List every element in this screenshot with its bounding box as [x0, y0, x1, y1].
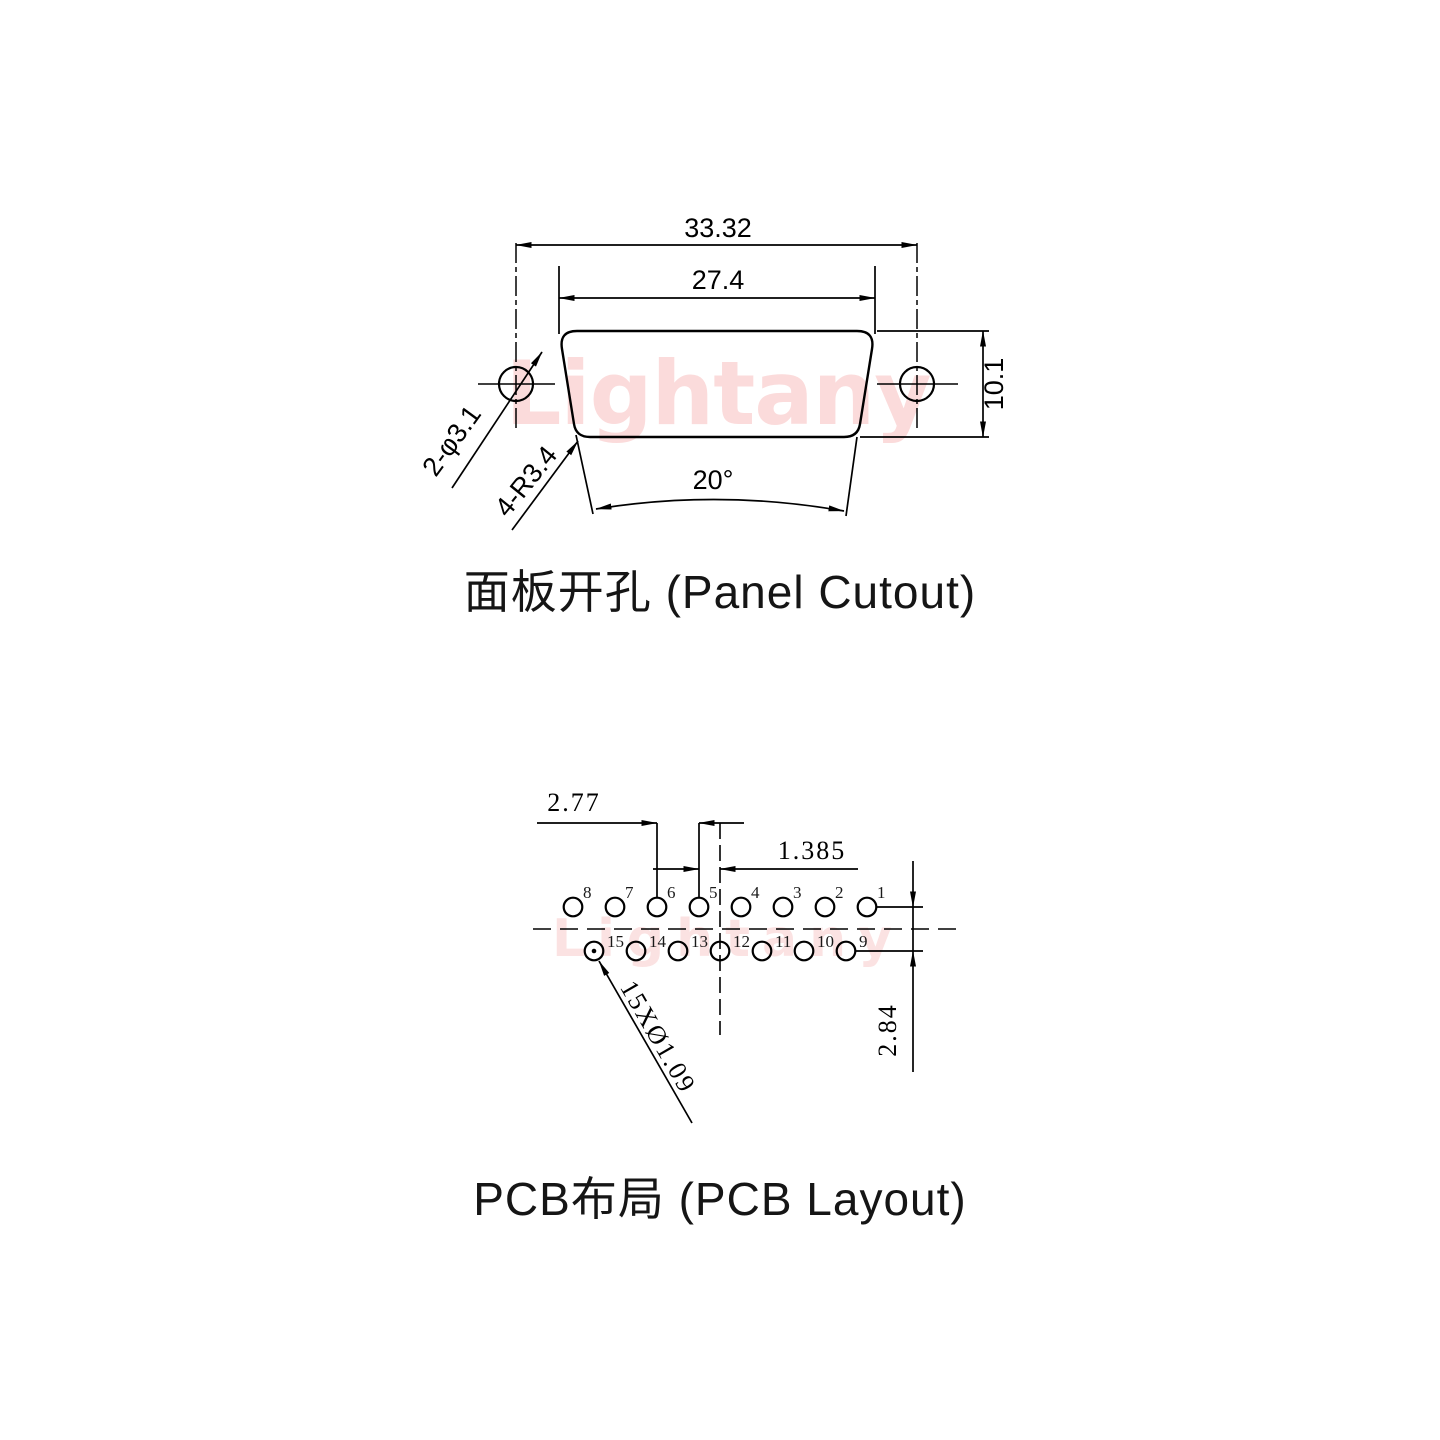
pin-label-4: 4 [751, 883, 760, 902]
angle-ext-line-right [845, 436, 858, 517]
pin-label-3: 3 [793, 883, 802, 902]
pin-hole-8 [562, 896, 584, 918]
pin-hole-7 [604, 896, 626, 918]
dim-text-angle: 20° [693, 465, 734, 495]
dim-text-rowspacing: 2.84 [873, 1003, 902, 1057]
mounting-hole-left [497, 365, 535, 403]
pin-hole-10 [793, 940, 815, 962]
panel-cutout-caption: 面板开孔 (Panel Cutout) [463, 566, 977, 618]
dim-text-total-width: 33.32 [684, 213, 752, 243]
angle-arc [595, 498, 845, 512]
pin-label-1: 1 [877, 883, 886, 902]
leader-mount-holes [451, 351, 543, 489]
pin-hole-6 [646, 896, 668, 918]
pin-label-12: 12 [733, 932, 750, 951]
pin-hole-1 [856, 896, 878, 918]
pin-label-7: 7 [625, 883, 634, 902]
angle-ext-line-left [575, 434, 594, 515]
dim-text-halfpitch: 1.385 [778, 836, 847, 865]
dim-text-cutout-width: 27.4 [692, 265, 745, 295]
pin-label-9: 9 [859, 932, 868, 951]
leader-corner-radius [511, 440, 579, 531]
watermark-top: Lightany [505, 342, 930, 445]
pin-hole-5 [688, 896, 710, 918]
pin-label-14: 14 [649, 932, 667, 951]
pin-hole-13 [667, 940, 689, 962]
label-text-mount-holes: 2-φ3.1 [416, 400, 487, 482]
pin-label-15: 15 [607, 932, 624, 951]
pin-label-13: 13 [691, 932, 708, 951]
pin-hole-4 [730, 896, 752, 918]
pin-hole-2 [814, 896, 836, 918]
pin-hole-12 [709, 940, 731, 962]
pin-hole-9 [835, 940, 857, 962]
pin-hole-3 [772, 896, 794, 918]
pin-hole-11 [751, 940, 773, 962]
mounting-hole-right [898, 365, 936, 403]
pin-label-8: 8 [583, 883, 592, 902]
pcb-layout-caption: PCB布局 (PCB Layout) [473, 1173, 967, 1225]
pin-hole-15 [583, 940, 605, 962]
pin-hole-15-center-dot [591, 948, 597, 954]
dim-text-height: 10.1 [979, 358, 1009, 411]
dim-text-pitch: 2.77 [547, 788, 601, 817]
pin-label-6: 6 [667, 883, 676, 902]
pin-hole-14 [625, 940, 647, 962]
pcb-layout-drawing [533, 820, 963, 1124]
panel-cutout-outline [560, 329, 874, 439]
pin-label-5: 5 [709, 883, 718, 902]
pin-label-2: 2 [835, 883, 844, 902]
pin-label-11: 11 [775, 932, 791, 951]
panel-cutout-drawing [451, 242, 989, 531]
pin-label-10: 10 [817, 932, 834, 951]
watermark-bottom: Lightany [552, 909, 904, 969]
leader-hole-size [598, 960, 693, 1124]
label-text-hole-size: 15XØ1.09 [614, 975, 702, 1098]
